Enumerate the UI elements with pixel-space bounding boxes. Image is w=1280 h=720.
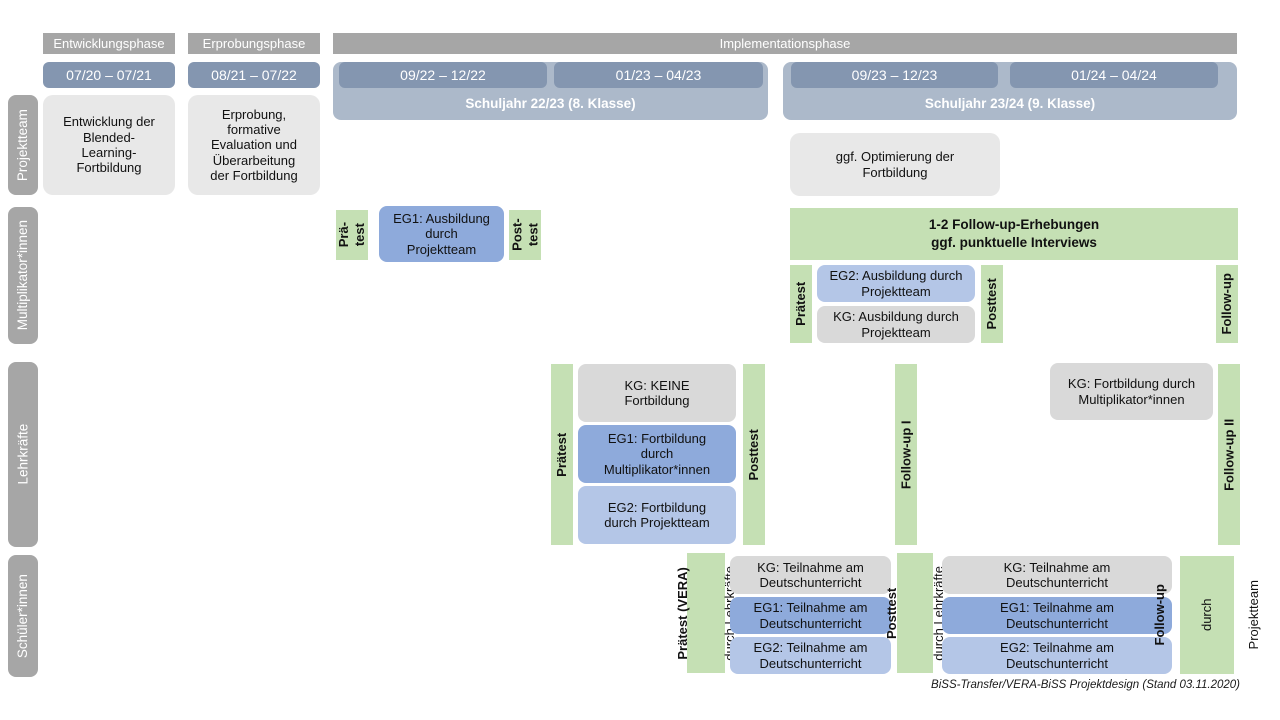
schueler-praetest-vera-bar: Prätest (VERA) durch Lehrkräfte bbox=[675, 553, 737, 673]
lehrkraefte-followup2-bar: Follow-up II bbox=[1218, 364, 1240, 545]
multiplikatoren-followup-label: Follow-up bbox=[1219, 273, 1235, 335]
lehrkraefte-kg2-box: KG: Fortbildung durch Multiplikator*inne… bbox=[1050, 363, 1213, 420]
date-range-0124-0424: 01/24 – 04/24 bbox=[1010, 62, 1218, 88]
multiplikatoren-kg-box: KG: Ausbildung durch Projektteam bbox=[817, 306, 975, 343]
row-label-lehrkraefte-text: Lehrkräfte bbox=[14, 424, 30, 485]
multiplikatoren-posttest2-bar: Posttest bbox=[981, 265, 1003, 343]
projektteam-optimierung-box: ggf. Optimierung der Fortbildung bbox=[790, 133, 1000, 196]
row-label-multiplikatoren: Multiplikator*innen bbox=[8, 207, 38, 344]
multiplikatoren-praetest2-label: Prätest bbox=[793, 281, 809, 327]
schueler-kg2-box: KG: Teilnahme am Deutschunterricht bbox=[942, 556, 1172, 594]
school-year-label-23-24: Schuljahr 23/24 (9. Klasse) bbox=[924, 96, 1096, 111]
date-range-0123-0423: 01/23 – 04/23 bbox=[554, 62, 763, 88]
lehrkraefte-kg-box: KG: KEINE Fortbildung bbox=[578, 364, 736, 422]
schueler-followup-main: Follow-up bbox=[1152, 584, 1168, 646]
schueler-posttest-main: Posttest bbox=[883, 587, 899, 639]
lehrkraefte-posttest-label: Posttest bbox=[746, 428, 762, 481]
lehrkraefte-followup2-label: Follow-up II bbox=[1221, 418, 1237, 491]
multiplikatoren-posttest-bar: Post- test bbox=[509, 210, 541, 260]
multiplikatoren-posttest2-label: Posttest bbox=[984, 278, 1000, 330]
date-range-0720-0721: 07/20 – 07/21 bbox=[43, 62, 175, 88]
multiplikatoren-eg2-box: EG2: Ausbildung durch Projektteam bbox=[817, 265, 975, 302]
multiplikatoren-praetest2-bar: Prätest bbox=[790, 265, 812, 343]
date-range-0923-1223: 09/23 – 12/23 bbox=[791, 62, 998, 88]
row-label-projektteam: Projektteam bbox=[8, 95, 38, 195]
schueler-followup-sub2: Projektteam bbox=[1245, 580, 1261, 650]
projektteam-erprobung-box: Erprobung, formative Evaluation und Über… bbox=[188, 95, 320, 195]
phase-header-erprobung: Erprobungsphase bbox=[188, 33, 320, 54]
row-label-projektteam-text: Projektteam bbox=[14, 108, 30, 182]
lehrkraefte-posttest-bar: Posttest bbox=[743, 364, 765, 545]
schueler-followup-bar: Follow-up durch Projektteam bbox=[1152, 556, 1261, 674]
multiplikatoren-followup-erhebungen-box: 1-2 Follow-up-Erhebungen ggf. punktuelle… bbox=[790, 208, 1238, 260]
schueler-kg1-box: KG: Teilnahme am Deutschunterricht bbox=[730, 556, 891, 594]
lehrkraefte-followup1-bar: Follow-up I bbox=[895, 364, 917, 545]
lehrkraefte-eg1-box: EG1: Fortbildung durch Multiplikator*inn… bbox=[578, 425, 736, 483]
schueler-followup-labels: Follow-up durch Projektteam bbox=[1121, 580, 1280, 649]
schueler-eg1-box-2: EG1: Teilnahme am Deutschunterricht bbox=[942, 597, 1172, 634]
row-label-schueler-text: Schüler*innen bbox=[14, 573, 30, 659]
schueler-eg1-box-1: EG1: Teilnahme am Deutschunterricht bbox=[730, 597, 891, 634]
multiplikatoren-praetest-label: Prä- test bbox=[336, 222, 367, 248]
date-range-0821-0722: 08/21 – 07/22 bbox=[188, 62, 320, 88]
row-label-multiplikatoren-text: Multiplikator*innen bbox=[14, 220, 30, 331]
date-range-0922-1222: 09/22 – 12/22 bbox=[339, 62, 547, 88]
schueler-eg2-box-1: EG2: Teilnahme am Deutschunterricht bbox=[730, 637, 891, 674]
projektteam-entwicklung-box: Entwicklung der Blended- Learning- Fortb… bbox=[43, 95, 175, 195]
footer-caption: BiSS-Transfer/VERA-BiSS Projektdesign (S… bbox=[931, 679, 1240, 691]
phase-header-entwicklung: Entwicklungsphase bbox=[43, 33, 175, 54]
schueler-posttest-bar: Posttest durch Lehrkräfte bbox=[884, 553, 946, 673]
multiplikatoren-posttest-label: Post- test bbox=[509, 218, 540, 252]
schueler-eg2-box-2: EG2: Teilnahme am Deutschunterricht bbox=[942, 637, 1172, 674]
lehrkraefte-followup1-label: Follow-up I bbox=[898, 420, 914, 489]
lehrkraefte-praetest-label: Prätest bbox=[554, 432, 570, 477]
schueler-praetest-vera-main: Prätest (VERA) bbox=[674, 566, 690, 660]
phase-header-implementation: Implementationsphase bbox=[333, 33, 1237, 54]
school-year-label-22-23: Schuljahr 22/23 (8. Klasse) bbox=[465, 96, 636, 111]
lehrkraefte-eg2-box: EG2: Fortbildung durch Projektteam bbox=[578, 486, 736, 544]
multiplikatoren-followup-bar: Follow-up bbox=[1216, 265, 1238, 343]
multiplikatoren-eg1-box: EG1: Ausbildung durch Projektteam bbox=[379, 206, 504, 262]
row-label-lehrkraefte: Lehrkräfte bbox=[8, 362, 38, 547]
row-label-schueler: Schüler*innen bbox=[8, 555, 38, 677]
multiplikatoren-praetest-bar: Prä- test bbox=[336, 210, 368, 260]
schueler-followup-sub1: durch bbox=[1199, 598, 1215, 632]
lehrkraefte-praetest-bar: Prätest bbox=[551, 364, 573, 545]
